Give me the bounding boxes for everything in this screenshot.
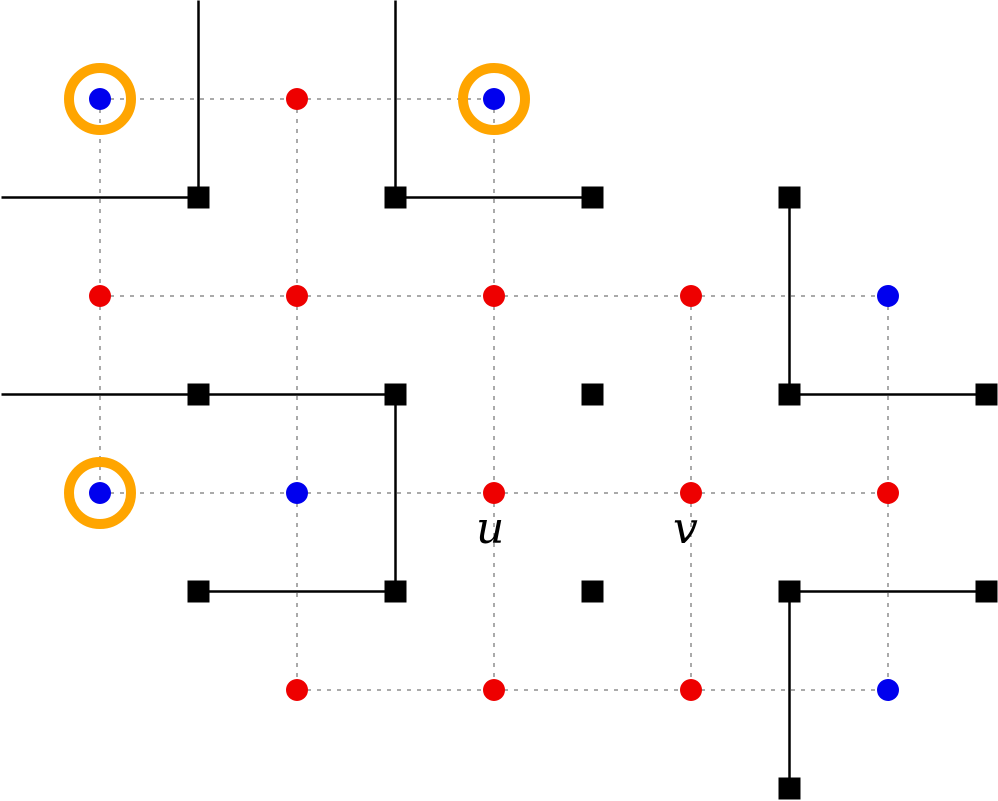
orange-ring xyxy=(64,457,136,529)
square-node xyxy=(778,777,801,800)
red-node xyxy=(286,88,308,110)
node-label-u: u xyxy=(476,503,504,554)
blue-node xyxy=(483,88,505,110)
square-node xyxy=(187,383,210,406)
orange-ring xyxy=(64,63,136,135)
red-node xyxy=(877,482,899,504)
square-node xyxy=(384,383,407,406)
blue-node xyxy=(286,482,308,504)
blue-node xyxy=(877,679,899,701)
red-node xyxy=(483,679,505,701)
square-node xyxy=(975,580,998,603)
red-node xyxy=(89,285,111,307)
square-node xyxy=(975,383,998,406)
red-node xyxy=(680,482,702,504)
red-node xyxy=(680,285,702,307)
square-node xyxy=(384,580,407,603)
square-node xyxy=(581,383,604,406)
square-node xyxy=(778,186,801,209)
square-node xyxy=(384,186,407,209)
square-node xyxy=(778,383,801,406)
blue-node xyxy=(877,285,899,307)
squares-layer xyxy=(187,186,998,800)
square-node xyxy=(187,580,210,603)
red-node xyxy=(286,285,308,307)
square-node xyxy=(581,186,604,209)
red-node xyxy=(680,679,702,701)
blue-node xyxy=(89,88,111,110)
node-label-v: v xyxy=(673,503,698,554)
red-node xyxy=(286,679,308,701)
square-node xyxy=(778,580,801,603)
blue-node xyxy=(89,482,111,504)
square-node xyxy=(581,580,604,603)
walls-layer xyxy=(1,0,987,789)
square-node xyxy=(187,186,210,209)
red-node xyxy=(483,285,505,307)
orange-ring xyxy=(458,63,530,135)
nodes-layer xyxy=(64,63,899,701)
red-node xyxy=(483,482,505,504)
